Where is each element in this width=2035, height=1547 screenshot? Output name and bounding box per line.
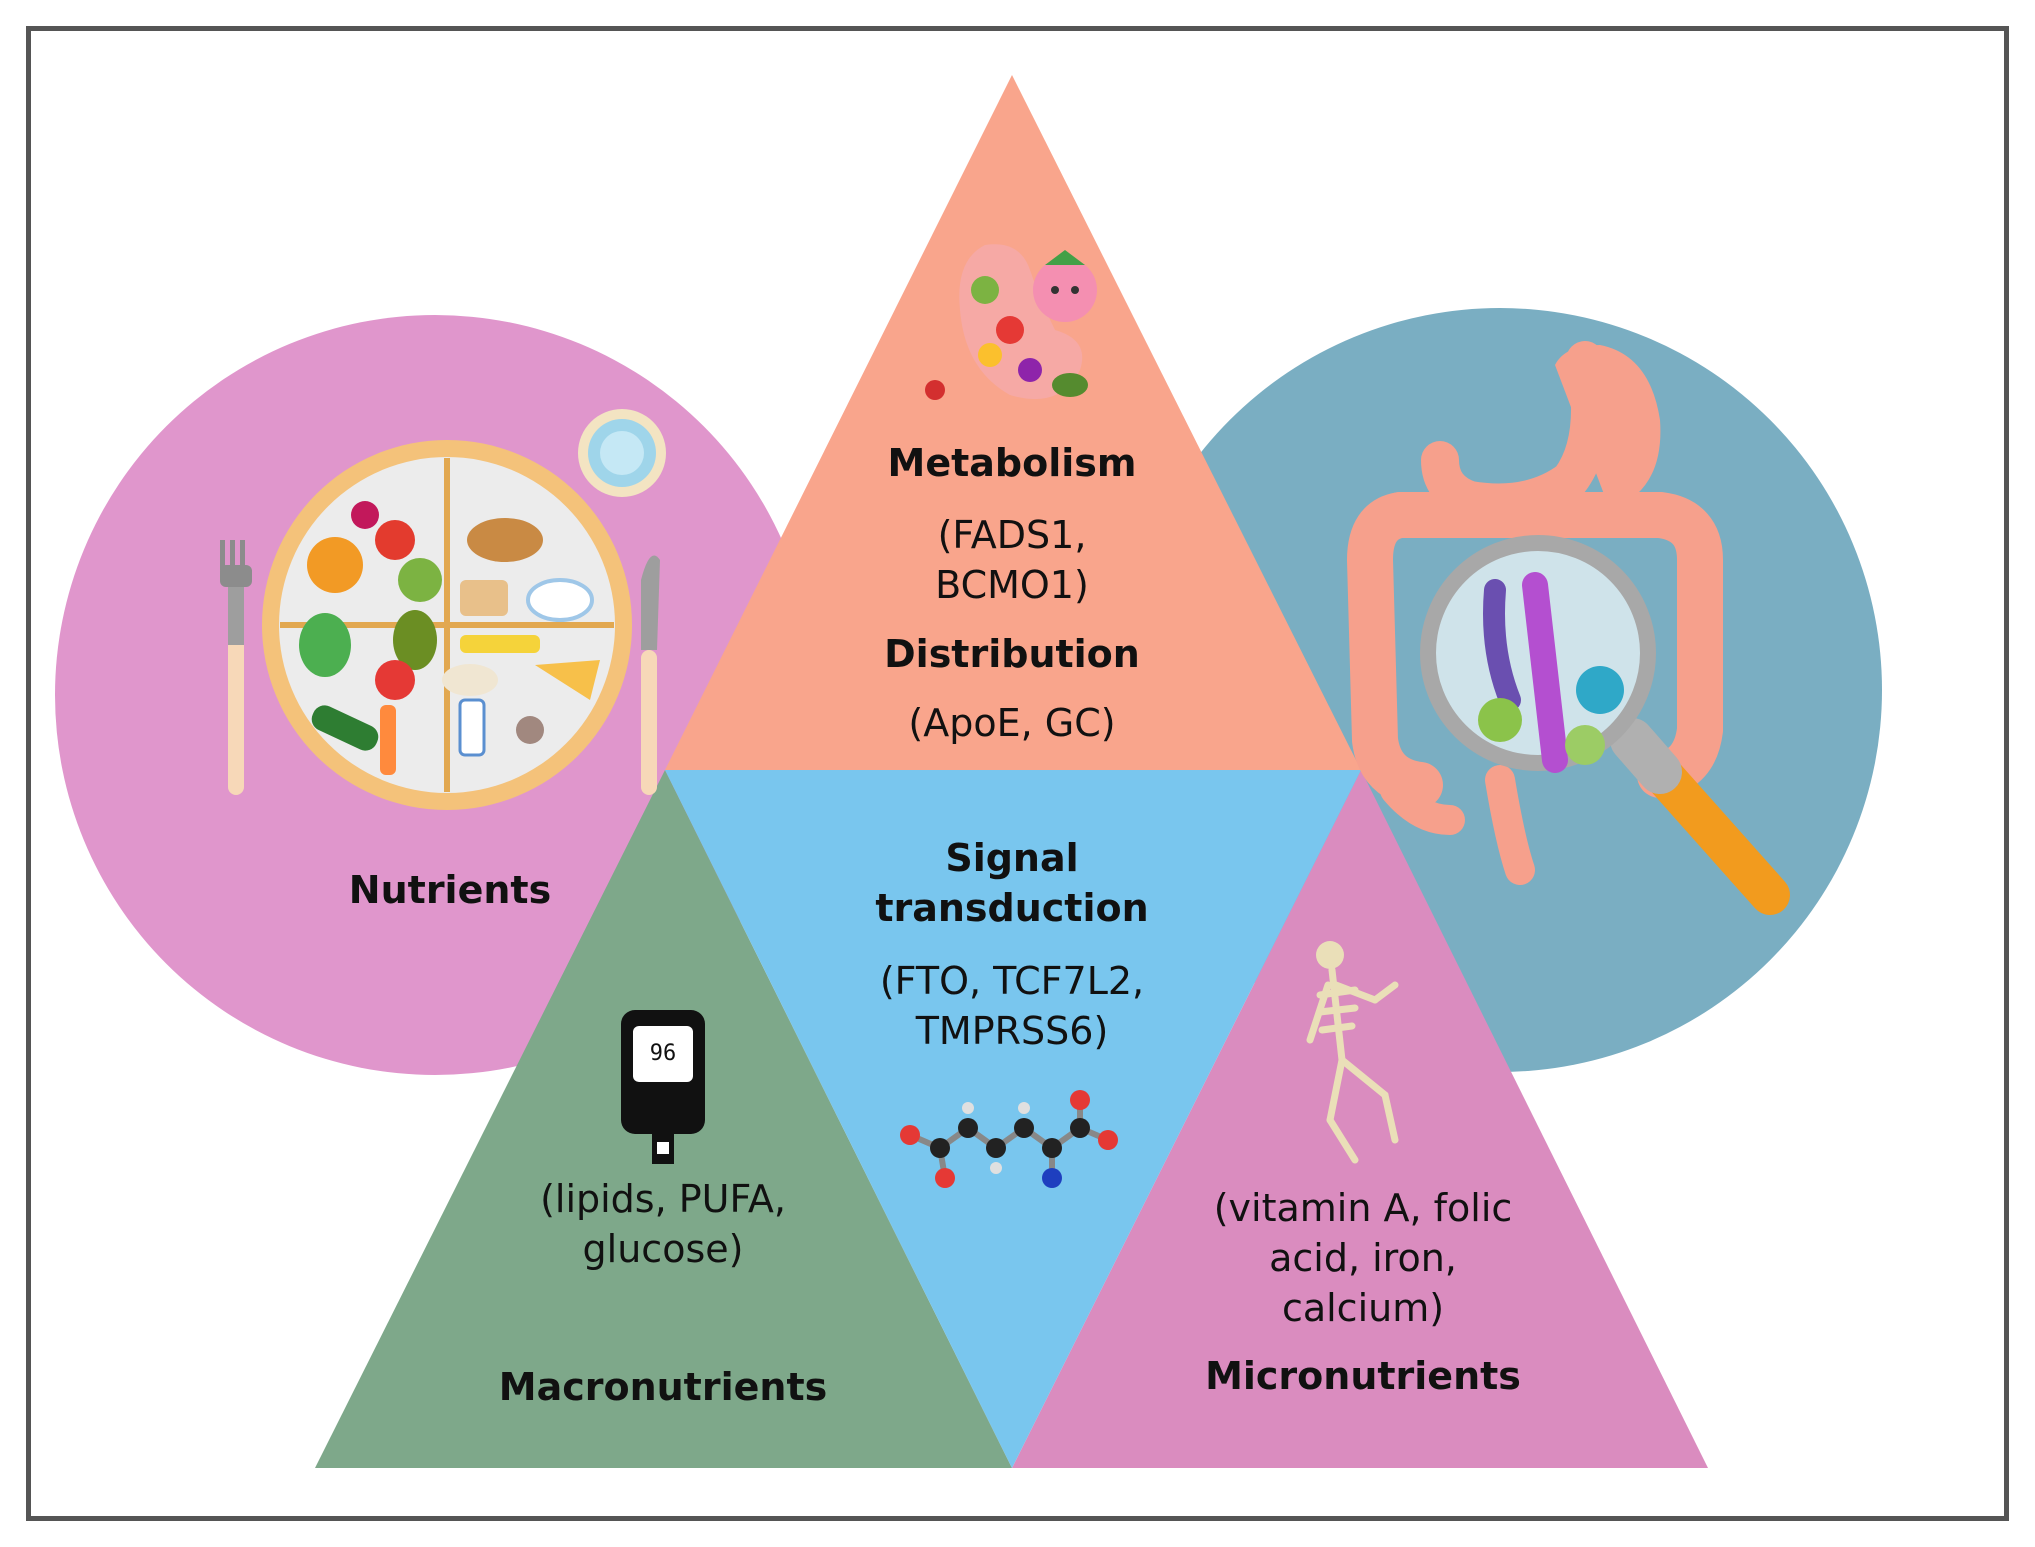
knife-icon <box>641 555 660 795</box>
water-glass-icon <box>578 409 666 497</box>
top-triangle <box>665 75 1361 770</box>
molecule-icon <box>900 1090 1118 1188</box>
micronutrients-examples: (vitamin A, folic acid, iron, calcium) <box>1213 1186 1513 1330</box>
right-triangle <box>1012 770 1708 1468</box>
glucose-meter-icon: 96 <box>621 1010 705 1164</box>
signal-transduction-genes: (FTO, TCF7L2, TMPRSS6) <box>879 959 1145 1053</box>
nutrients-label: Nutrients <box>348 868 552 912</box>
skeleton-icon <box>1306 941 1399 1164</box>
center-triangle <box>665 770 1361 1468</box>
macronutrients-label: Macronutrients <box>498 1365 828 1409</box>
food-plate-icon <box>262 440 632 810</box>
glucose-meter-reading: 96 <box>650 1041 677 1066</box>
distribution-label: Distribution <box>884 632 1140 676</box>
macronutrients-examples: (lipids, PUFA, glucose) <box>540 1177 786 1271</box>
micronutrients-label: Micronutrients <box>1205 1354 1521 1398</box>
distribution-genes: (ApoE, GC) <box>908 701 1116 745</box>
magnifier-microbiome-icon <box>1420 535 1790 915</box>
fork-icon <box>220 540 252 795</box>
metabolism-label: Metabolism <box>887 441 1137 485</box>
stomach-with-fruits-icon <box>925 244 1097 400</box>
signal-transduction-label: Signal transduction <box>875 836 1149 930</box>
metabolism-genes: (FADS1, BCMO1) <box>935 513 1089 607</box>
